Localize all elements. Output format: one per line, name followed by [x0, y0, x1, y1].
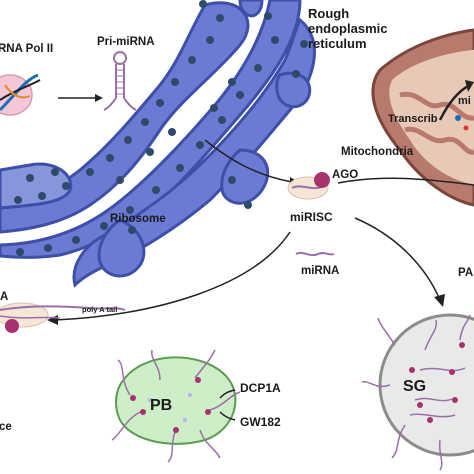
label-rna-pol: RNA Pol II: [0, 43, 53, 55]
pri-mirna-icon: [103, 51, 137, 111]
p-body: [111, 349, 241, 463]
label-ribosome: Ribosome: [110, 213, 166, 225]
label-ago: AGO: [332, 169, 358, 181]
label-mitochondria: Mitochondria: [341, 146, 414, 158]
label-pa-partial: PA: [458, 267, 473, 279]
label-mito-partial: mi: [458, 95, 471, 107]
mirna-strand: [295, 251, 335, 257]
pathway-arrows: [54, 139, 474, 321]
label-rough-er-1: Rough: [308, 6, 349, 21]
rough-er: [0, 0, 316, 288]
label-pri-mirna: Pri-miRNA: [97, 36, 155, 48]
label-mirna: miRNA: [301, 265, 339, 277]
pb-arrows: [219, 389, 236, 421]
label-sg: SG: [403, 378, 426, 395]
mrna-poly-a: [0, 302, 126, 333]
label-ce-partial: ce: [0, 421, 12, 433]
mitochondrion: [371, 28, 474, 207]
label-rough-er-3: reticulum: [308, 36, 367, 51]
label-dcp1a: DCP1A: [240, 381, 281, 395]
label-poly-a-tail: poly A tail: [82, 305, 117, 314]
mirisc-complex: [287, 172, 330, 200]
ribosomes: [14, 0, 308, 256]
label-a-partial: A: [0, 291, 8, 303]
stress-granule: [361, 313, 474, 471]
rna-polymerase-icon: [0, 73, 41, 116]
label-mirisc: miRISC: [290, 210, 333, 224]
label-transcrib: Transcrib: [388, 113, 438, 125]
transcription-arrow: [58, 94, 103, 102]
label-pb: PB: [150, 397, 172, 414]
label-gw182: GW182: [240, 415, 281, 429]
label-rough-er-2: endoplasmic: [308, 21, 387, 36]
